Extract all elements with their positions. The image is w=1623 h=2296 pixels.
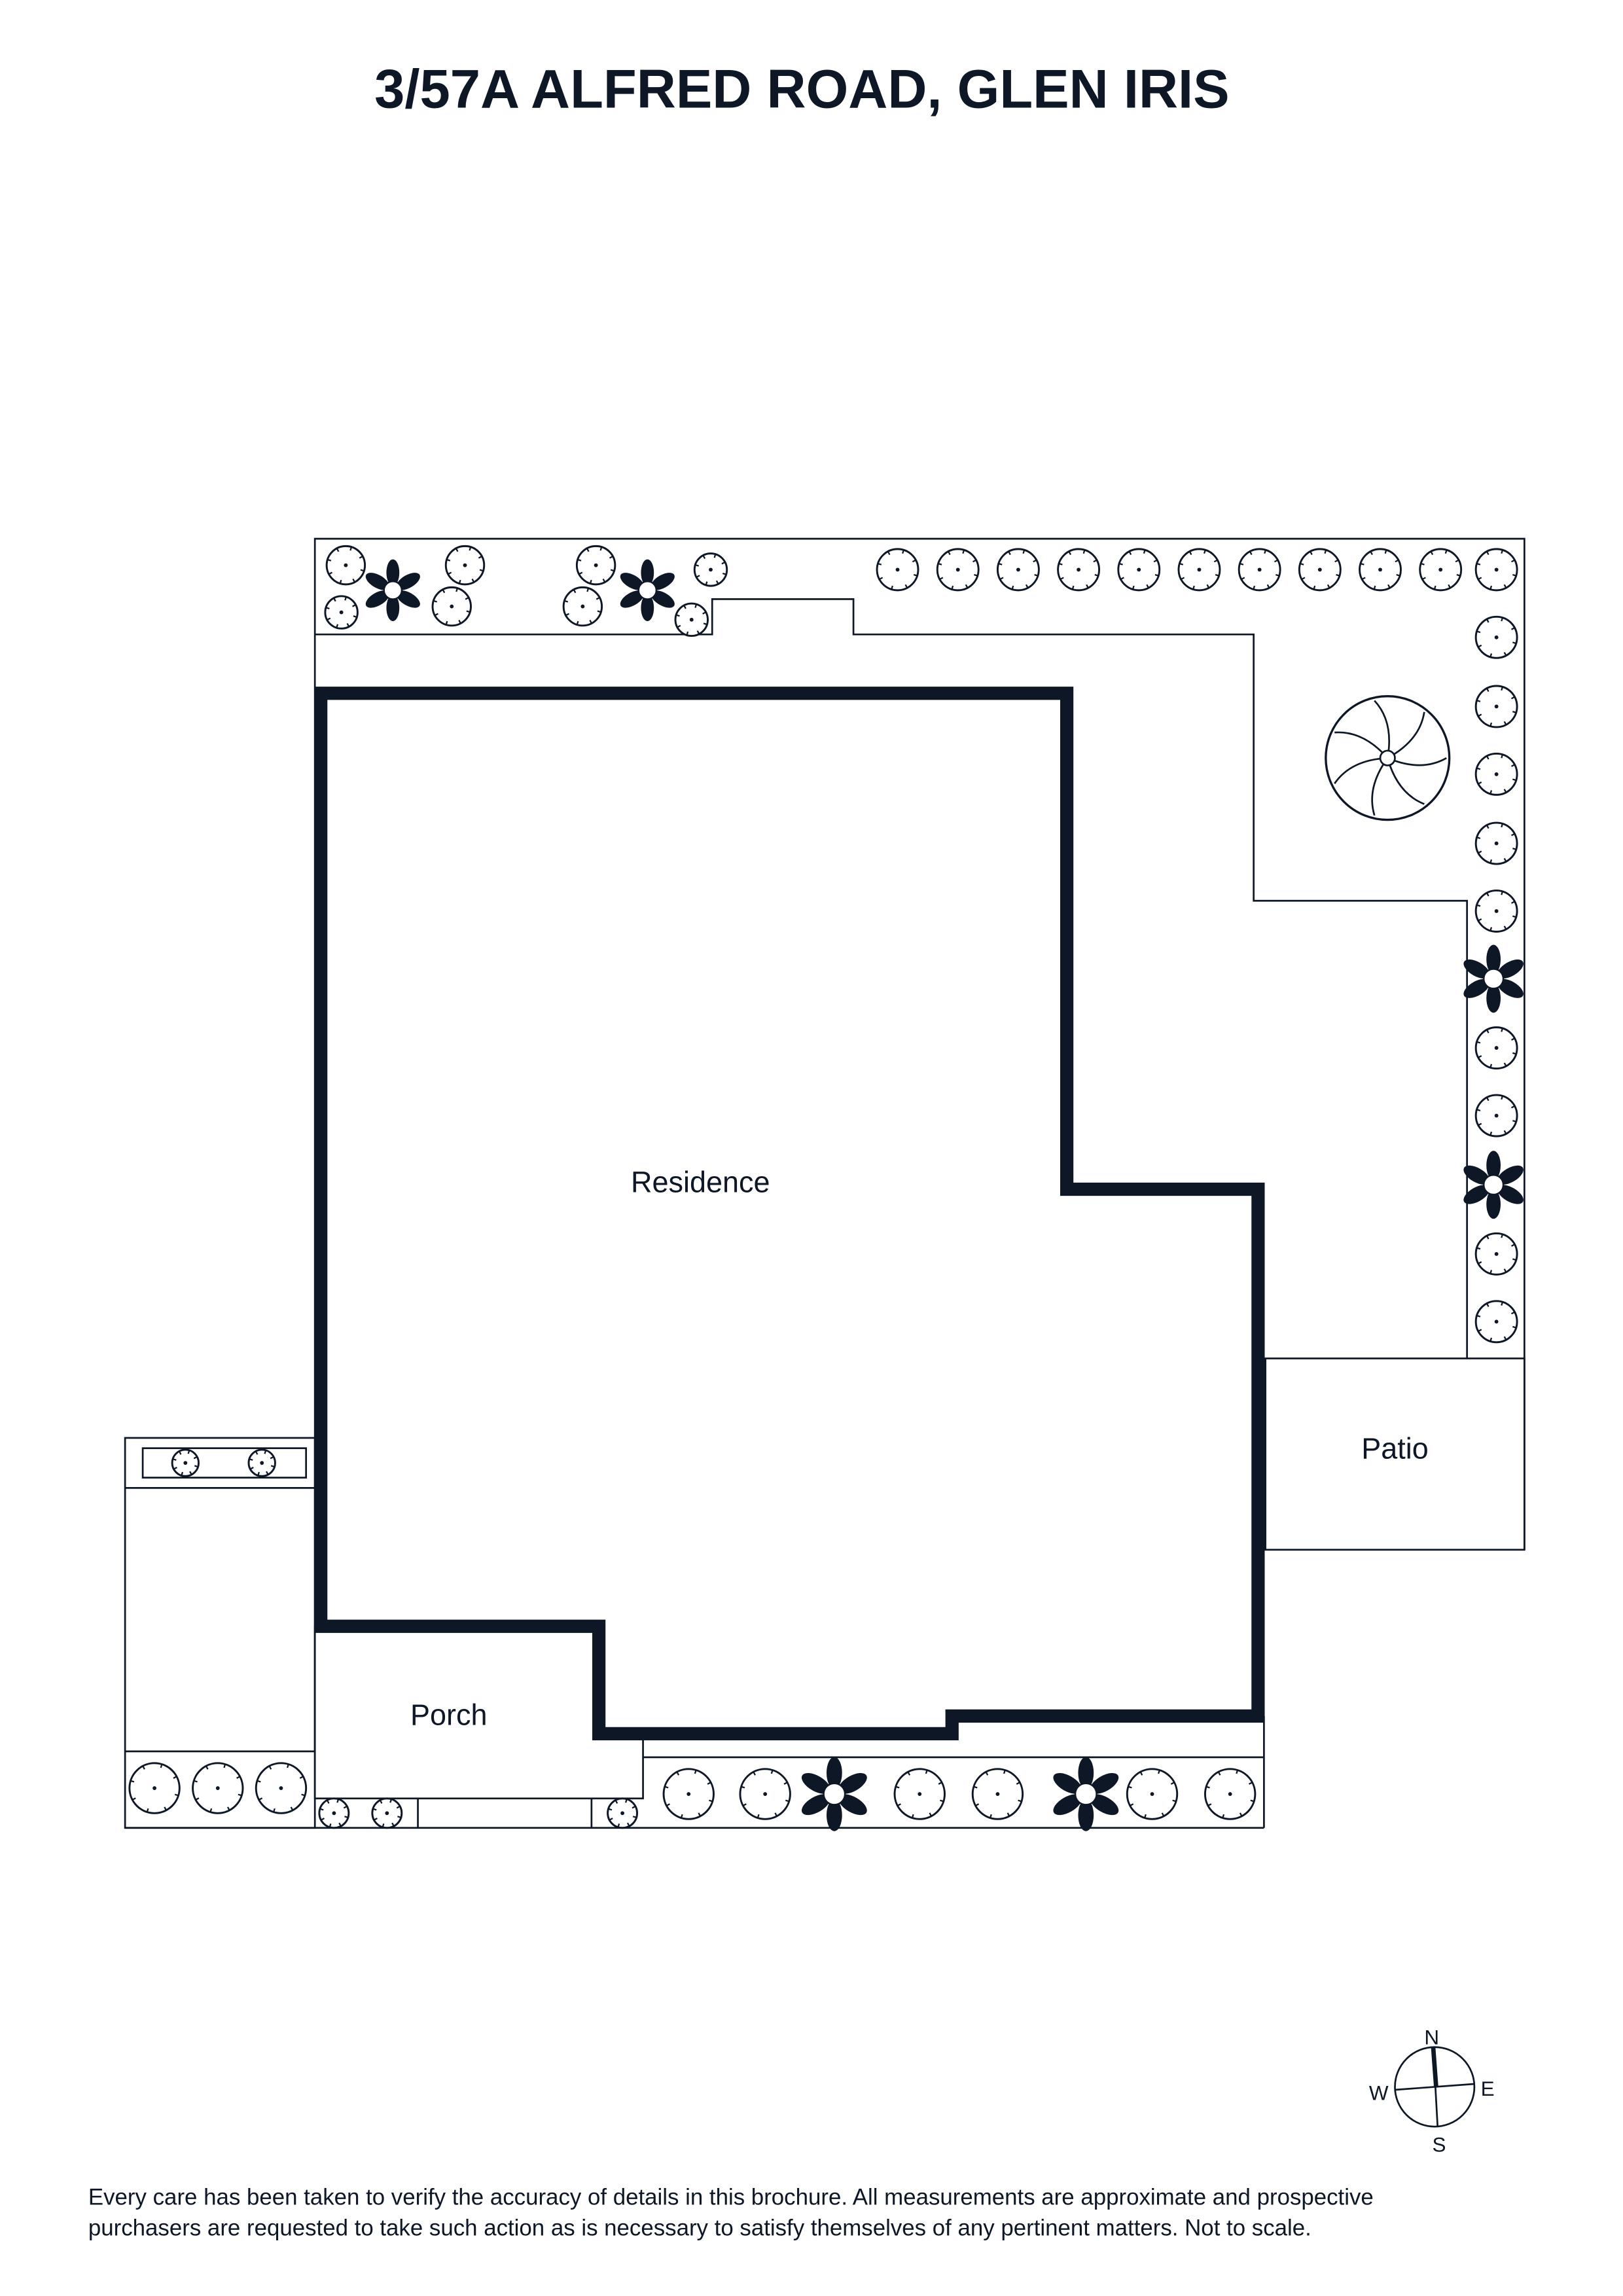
shrub-icon <box>1298 548 1342 592</box>
shrub-icon <box>1474 615 1518 659</box>
shrub-icon <box>192 1762 244 1814</box>
patio-area <box>1264 1357 1525 1551</box>
west-yard-lines <box>125 1487 1265 1829</box>
room-label-porch: Porch <box>410 1698 487 1731</box>
shrub-icon <box>936 548 980 592</box>
shrub-icon <box>562 586 603 627</box>
shrub-icon <box>662 1768 715 1820</box>
shrub-icon <box>996 548 1040 592</box>
shrub-icon <box>371 1797 403 1829</box>
compass-n: N <box>1424 2026 1439 2049</box>
shrub-icon <box>1474 1094 1518 1138</box>
shrub-icon <box>1474 1232 1518 1276</box>
shrub-icon <box>255 1762 308 1814</box>
shrub-icon <box>1474 1026 1518 1070</box>
shrub-icon <box>1474 548 1518 592</box>
disclaimer-line-2: purchasers are requested to take such ac… <box>88 2215 1311 2241</box>
shrub-icon <box>1057 548 1101 592</box>
shrub-icon <box>1474 889 1518 933</box>
shrub-icon <box>325 545 366 586</box>
planter-box <box>141 1447 308 1479</box>
shrub-icon <box>739 1768 791 1820</box>
north-garden-bed-edge <box>315 598 1469 1359</box>
shrub-icon <box>1419 548 1463 592</box>
compass: N E S W <box>1369 2026 1495 2156</box>
room-label-patio: Patio <box>1361 1431 1428 1465</box>
flowering-plant-icon <box>1463 944 1524 1013</box>
shrub-icon <box>324 595 359 630</box>
disclaimer-line-1: Every care has been taken to verify the … <box>88 2184 1374 2210</box>
shrub-icon <box>1474 821 1518 865</box>
shrub-icon <box>1204 1768 1257 1820</box>
shrub-icon <box>1474 1300 1518 1344</box>
shrub-icon <box>876 548 919 592</box>
shrub-icon <box>1474 685 1518 728</box>
tree-icon <box>1325 695 1451 821</box>
shrub-icon <box>1117 548 1161 592</box>
shrub-icon <box>171 1448 200 1477</box>
flowering-plant-icon <box>801 1757 867 1831</box>
flowering-plant-icon <box>365 559 420 622</box>
shrub-icon <box>444 545 486 586</box>
shrub-icon <box>1126 1768 1179 1820</box>
shrub-icon <box>1177 548 1221 592</box>
flowering-plant-icon <box>620 559 675 622</box>
shrub-icon <box>318 1797 350 1829</box>
compass-north-needle <box>1431 2047 1438 2087</box>
room-label-residence: Residence <box>631 1165 770 1198</box>
shrub-icon <box>893 1768 946 1820</box>
shrub-icon <box>607 1797 639 1829</box>
shrub-icon <box>674 602 709 637</box>
compass-s: S <box>1432 2133 1446 2156</box>
site-plan <box>124 537 1525 1831</box>
landscaping <box>128 545 1524 1831</box>
flowering-plant-icon <box>1053 1757 1119 1831</box>
shrub-icon <box>575 545 616 586</box>
shrub-icon <box>1238 548 1281 592</box>
flowering-plant-icon <box>1463 1151 1524 1219</box>
compass-w: W <box>1369 2082 1389 2105</box>
shrub-icon <box>128 1762 181 1814</box>
shrub-icon <box>1359 548 1402 592</box>
shrub-icon <box>971 1768 1024 1820</box>
shrub-icon <box>247 1448 276 1477</box>
compass-e: E <box>1481 2077 1495 2100</box>
shrub-icon <box>1474 752 1518 796</box>
residence-outline <box>314 687 1265 1740</box>
page-title: 3/57A ALFRED ROAD, GLEN IRIS <box>374 58 1230 119</box>
shrub-icon <box>693 552 728 587</box>
shrub-icon <box>431 586 472 627</box>
